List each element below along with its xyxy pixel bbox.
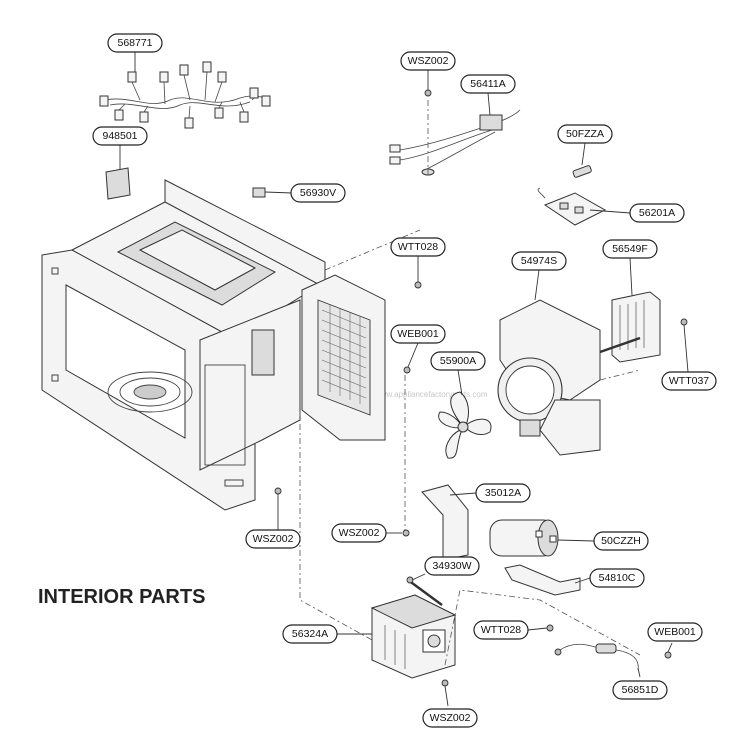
svg-text:WSZ002: WSZ002 [408, 55, 449, 67]
label-wtt037[interactable]: WTT037 [661, 371, 717, 391]
label-56201a[interactable]: 56201A [629, 203, 685, 223]
svg-text:WSZ002: WSZ002 [430, 712, 471, 724]
svg-text:948501: 948501 [102, 130, 137, 142]
fan-blade-drawing [438, 391, 492, 459]
capacitor-mount-drawing [504, 564, 581, 596]
svg-text:WSZ002: WSZ002 [339, 527, 380, 539]
thermal-cutout-drawing [599, 291, 688, 363]
svg-text:56324A: 56324A [292, 628, 328, 640]
svg-text:54810C: 54810C [599, 572, 636, 584]
label-568771[interactable]: 568771 [107, 33, 163, 53]
label-54974s[interactable]: 54974S [511, 251, 567, 271]
svg-text:WEB001: WEB001 [397, 328, 439, 340]
leader-lines [119, 52, 689, 707]
label-56411a[interactable]: 56411A [460, 74, 516, 94]
label-948501[interactable]: 948501 [92, 126, 148, 146]
svg-text:50CZZH: 50CZZH [601, 535, 641, 547]
label-wsz002-bottom[interactable]: WSZ002 [422, 708, 478, 728]
waveguide-cover-drawing [105, 167, 131, 200]
label-wtt028-mid[interactable]: WTT028 [390, 237, 446, 257]
label-56930v[interactable]: 56930V [290, 183, 346, 203]
label-34930w[interactable]: 34930W [424, 556, 480, 576]
label-wsz002-left[interactable]: WSZ002 [245, 529, 301, 549]
label-56851d[interactable]: 56851D [612, 680, 668, 700]
control-bracket-drawing [301, 274, 386, 441]
svg-text:WTT028: WTT028 [481, 624, 521, 636]
power-cord-drawing [389, 109, 521, 176]
label-wtt028-low[interactable]: WTT028 [473, 620, 529, 640]
label-56324a[interactable]: 56324A [282, 624, 338, 644]
svg-text:WTT037: WTT037 [669, 375, 709, 387]
label-web001-low[interactable]: WEB001 [647, 622, 703, 642]
fan-bracket-drawing [497, 299, 601, 456]
label-56549f[interactable]: 56549F [602, 239, 658, 259]
thermostat-switch-drawing [252, 187, 266, 198]
capacitor-drawing [489, 519, 559, 557]
fuse-drawing [572, 165, 592, 178]
label-50fzza[interactable]: 50FZZA [557, 124, 613, 144]
svg-text:55900A: 55900A [440, 355, 476, 367]
wire-harness-drawing [99, 61, 271, 129]
svg-text:56411A: 56411A [470, 78, 505, 90]
label-50czzh[interactable]: 50CZZH [593, 531, 649, 551]
svg-text:50FZZA: 50FZZA [566, 128, 604, 140]
svg-text:54974S: 54974S [521, 255, 557, 267]
assembly-lines [299, 100, 641, 666]
svg-text:56930V: 56930V [300, 187, 336, 199]
watermark-text: www.appliancefactoryparts.com [374, 390, 488, 399]
label-35012a[interactable]: 35012A [475, 483, 531, 503]
svg-text:34930W: 34930W [432, 560, 471, 572]
control-board-drawing [537, 187, 607, 226]
label-wsz002-top[interactable]: WSZ002 [400, 51, 456, 71]
svg-text:56549F: 56549F [612, 243, 648, 255]
transformer-drawing [370, 594, 457, 679]
svg-text:56851D: 56851D [622, 684, 659, 696]
diode-drawing [554, 643, 639, 671]
magnetron-rod-drawing [407, 578, 443, 607]
label-web001-mid[interactable]: WEB001 [390, 324, 446, 344]
svg-text:WTT028: WTT028 [398, 241, 438, 253]
svg-text:WSZ002: WSZ002 [253, 533, 294, 545]
svg-text:56201A: 56201A [639, 207, 675, 219]
svg-text:35012A: 35012A [485, 487, 521, 499]
label-54810c[interactable]: 54810C [589, 568, 645, 588]
label-wsz002-mid[interactable]: WSZ002 [331, 523, 387, 543]
svg-text:568771: 568771 [117, 37, 152, 49]
svg-text:WEB001: WEB001 [654, 626, 696, 638]
screws [274, 89, 672, 687]
label-55900a[interactable]: 55900A [430, 351, 486, 371]
oven-cavity-drawing [41, 179, 326, 511]
capacitor-bracket-drawing [421, 484, 469, 561]
diagram-title: INTERIOR PARTS [38, 586, 205, 608]
